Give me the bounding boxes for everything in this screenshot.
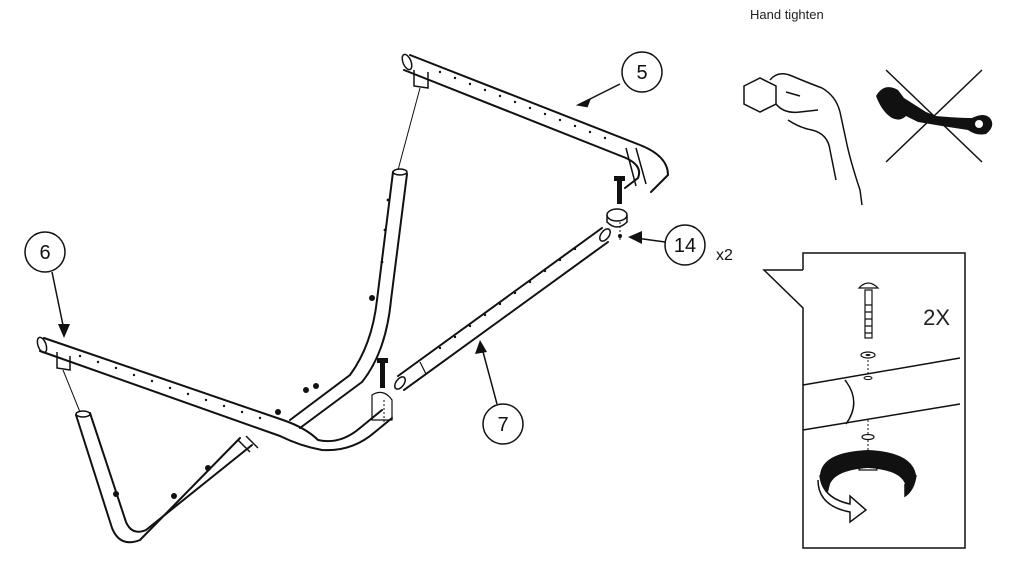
center-leg [289, 168, 408, 429]
rail-part-6 [36, 336, 393, 452]
callout-14-number: 14 [674, 235, 696, 257]
callout-6-number: 6 [39, 242, 50, 264]
callout-5-number: 5 [636, 62, 647, 84]
leader-line [397, 87, 421, 171]
rotate-arrow-icon [817, 450, 917, 524]
hand-tighten-label: Hand tighten [750, 7, 824, 22]
detail-quantity: 2X [923, 305, 950, 330]
callout-7: 7 [475, 340, 524, 445]
detail-callout-box: 2X [762, 252, 966, 549]
hand-tighten-icon [743, 73, 863, 206]
rail-part-7 [394, 227, 611, 391]
bolt-icon [371, 358, 393, 425]
bolt-icon-upper [606, 176, 628, 242]
callout-14: 14 x2 [628, 224, 733, 266]
detail-bolt-icon [857, 282, 880, 378]
detail-tube [802, 357, 961, 436]
rail-part-5 [401, 53, 669, 193]
callout-6: 6 [24, 231, 70, 338]
callout-5: 5 [575, 51, 663, 108]
no-wrench-icon [876, 69, 993, 163]
left-leg [75, 383, 319, 544]
callout-7-number: 7 [497, 414, 508, 436]
bolt-quantity: x2 [716, 247, 733, 264]
leader-line-left [62, 369, 81, 413]
frame-assembly [36, 53, 669, 544]
